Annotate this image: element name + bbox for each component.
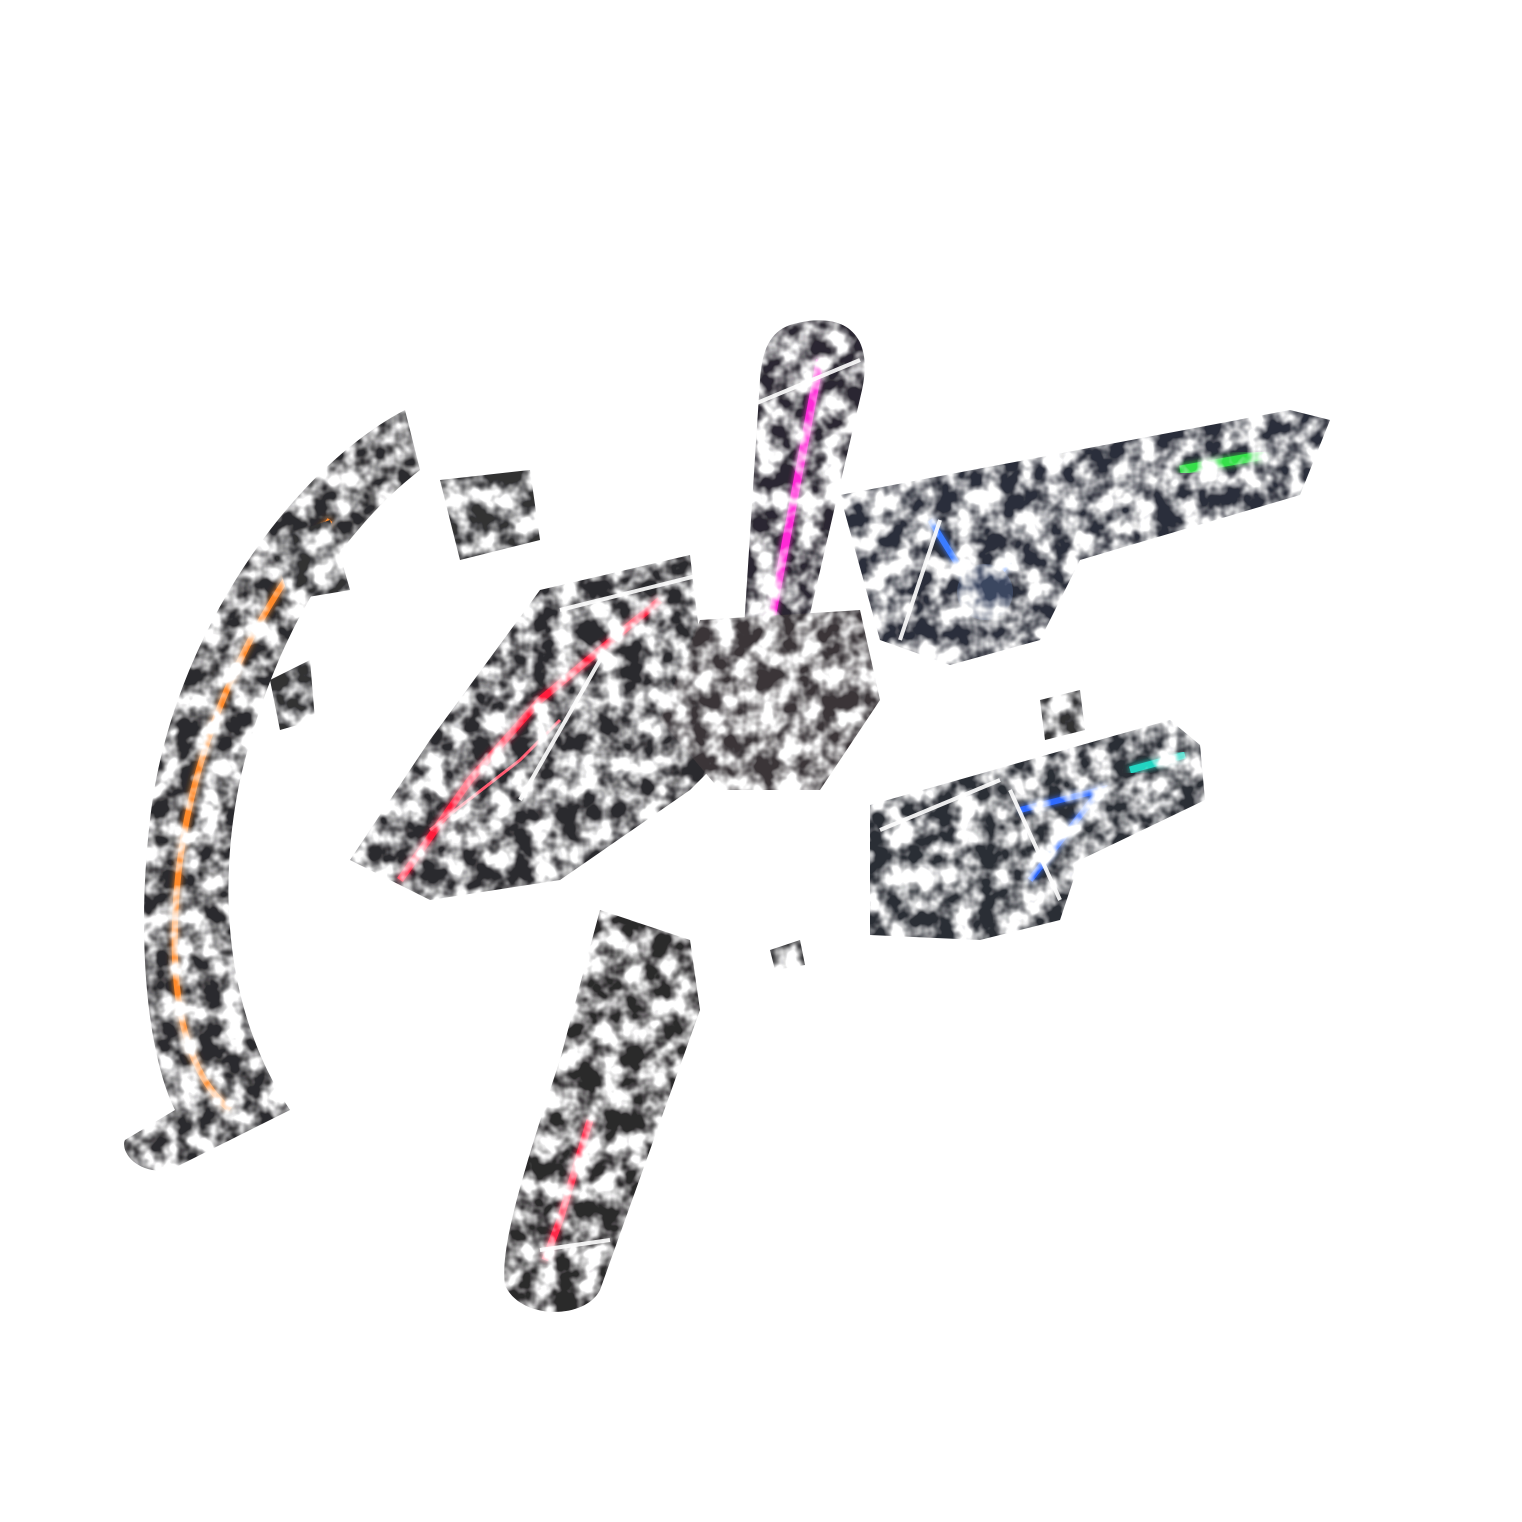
scattered-fragments (270, 470, 1085, 970)
green-tip-neon (1179, 450, 1266, 475)
blue-upper-arm-socket (957, 564, 1013, 620)
blue-upper-arm-piece (840, 410, 1330, 665)
center-joint (660, 610, 880, 790)
crack-lines (518, 358, 1062, 1252)
lower-arm-neon (1019, 784, 1108, 882)
lower-arm-piece (870, 720, 1205, 940)
left-arc-piece (124, 410, 420, 1171)
teal-tip-neon (1129, 751, 1186, 774)
red-panel-neon (397, 597, 663, 883)
left-arc-neon (171, 518, 333, 1113)
red-panel-piece (350, 555, 760, 900)
sculpture-body (124, 320, 1330, 1312)
